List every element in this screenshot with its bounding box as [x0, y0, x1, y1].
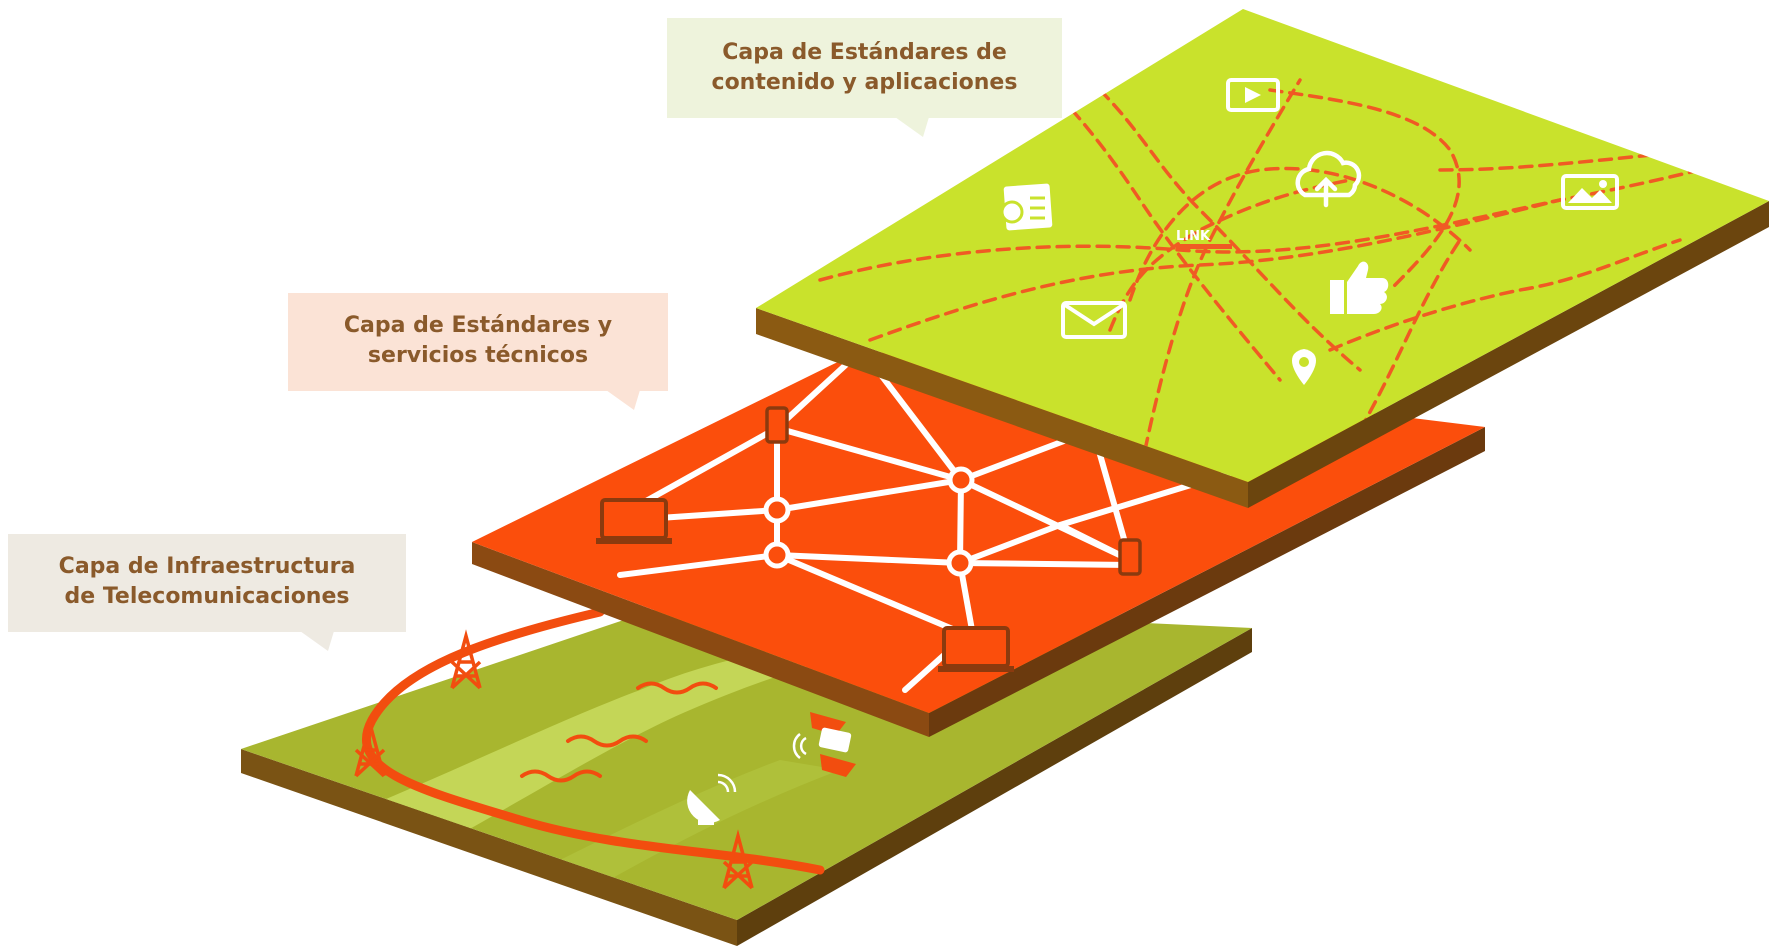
content-layer-label: Capa de Estándares de contenido y aplica… [667, 18, 1062, 118]
infrastructure-layer-label-line1: Capa de Infraestructura [58, 554, 356, 579]
satellite-icon [792, 712, 856, 777]
content-callout-pointer [895, 117, 929, 137]
laptop-icon [938, 626, 1014, 672]
dashed-routes [818, 38, 1742, 452]
content-layer-side-left [756, 308, 1248, 508]
technical-callout-pointer [606, 390, 640, 410]
infrastructure-layer-side-right [737, 628, 1252, 946]
smartphone-icon [765, 406, 789, 444]
power-line [362, 607, 825, 875]
technical-layer-side-right [929, 427, 1485, 737]
infrastructure-layer-label: Capa de Infraestructura de Telecomunicac… [8, 534, 406, 632]
video-play-icon [1226, 78, 1280, 112]
map-pin-icon [1292, 349, 1316, 385]
transmission-tower-icon [722, 829, 754, 890]
content-layer-label-line1: Capa de Estándares de [722, 40, 1007, 65]
technical-layer-label-line1: Capa de Estándares y [343, 313, 613, 338]
river-bank-band [540, 760, 840, 885]
infrastructure-callout-pointer [300, 631, 334, 651]
email-icon [1061, 301, 1127, 339]
transmission-tower-icon [450, 629, 482, 690]
river [360, 640, 900, 840]
image-icon [1561, 174, 1619, 210]
technical-layer-label-line2: servicios técnicos [367, 343, 589, 368]
water-waves [520, 681, 718, 783]
infrastructure-layer-label-line2: de Telecomunicaciones [64, 584, 350, 609]
content-layer-side-right [1248, 201, 1769, 508]
document-question-icon [1000, 183, 1053, 231]
cloud-upload-icon [1295, 150, 1362, 208]
technical-layer-label: Capa de Estándares y servicios técnicos [288, 293, 668, 391]
content-layer-label-line2: contenido y aplicaciones [711, 70, 1018, 95]
link-icon: LINK [1176, 229, 1232, 249]
laptop-icon [596, 498, 672, 544]
satellite-dish-icon [687, 773, 737, 825]
content-layer: LINK [756, 9, 1769, 508]
technical-layer-side-left [472, 542, 929, 737]
smartphone-icon [1118, 538, 1142, 576]
content-layer-top [756, 9, 1769, 482]
infrastructure-layer-side-left [241, 749, 737, 946]
thumbs-up-icon [1330, 261, 1389, 314]
network-node-icon [763, 466, 975, 577]
transmission-tower-icon [354, 717, 386, 778]
link-label: LINK [1176, 229, 1211, 244]
